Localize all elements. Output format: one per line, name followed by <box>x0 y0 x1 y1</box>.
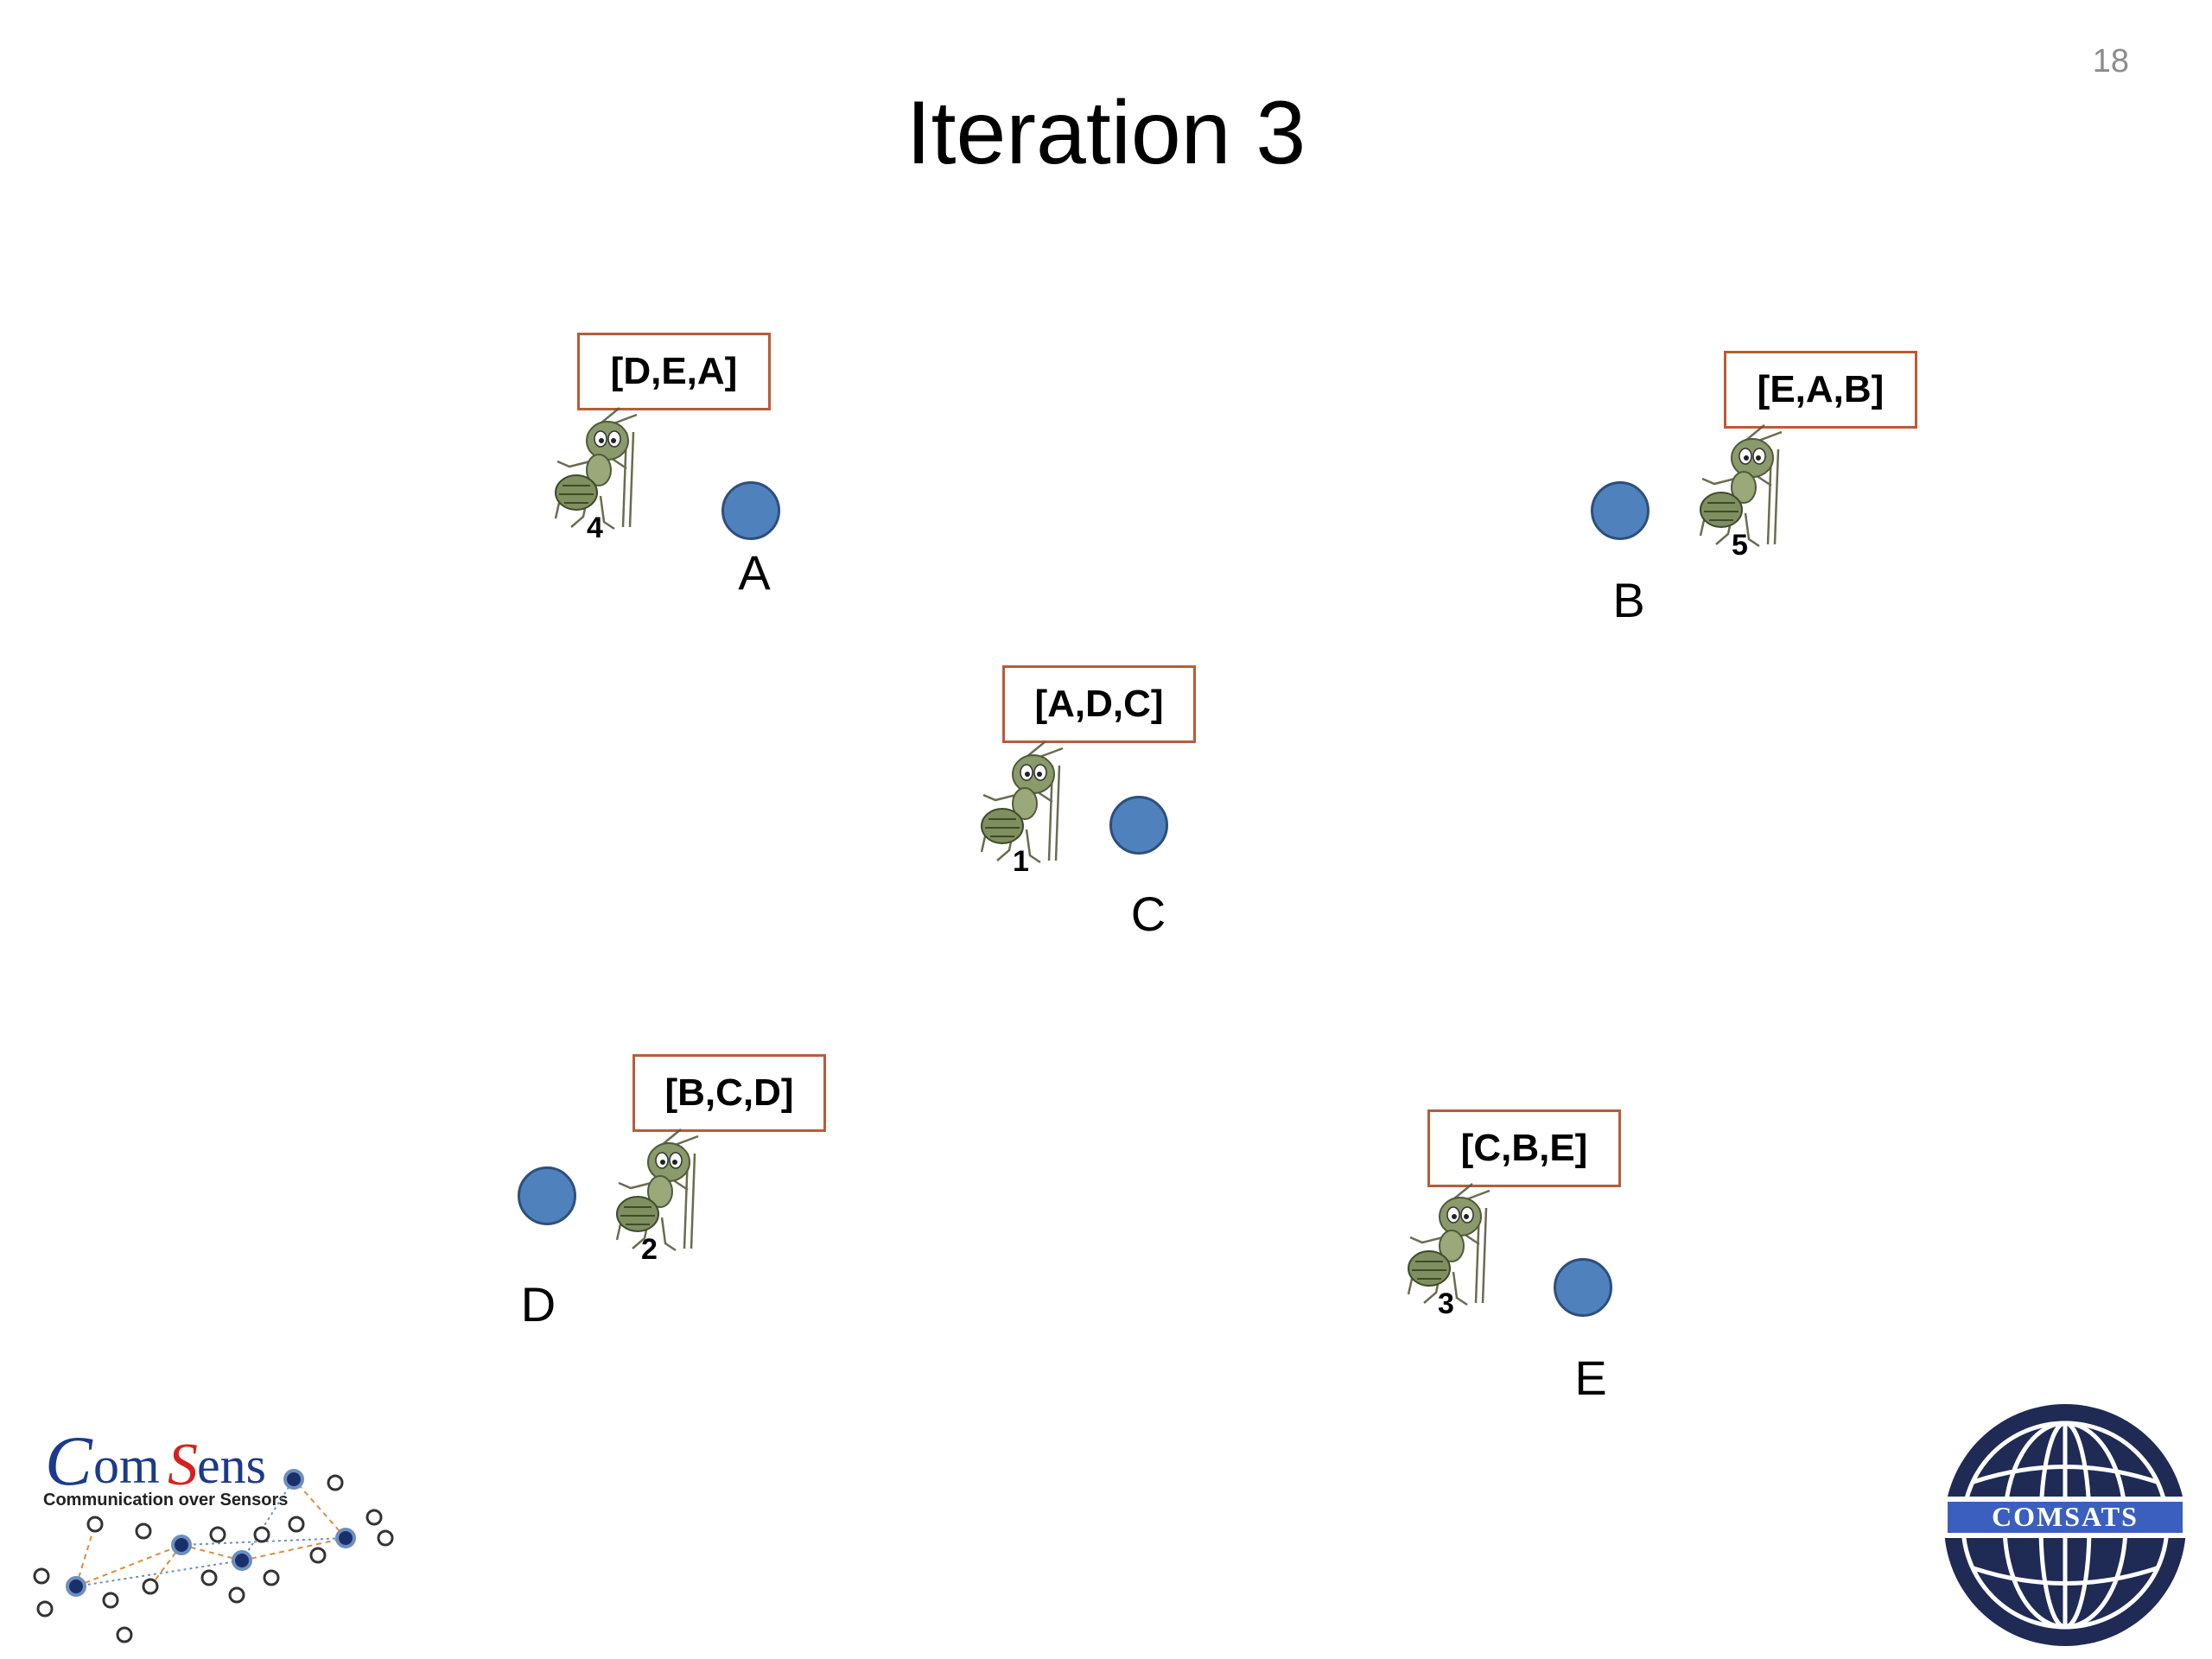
ant-3-number: 3 <box>1438 1287 1454 1320</box>
ant-2-tour-box: [B,C,D] <box>632 1054 826 1132</box>
slide-title: Iteration 3 <box>906 83 1306 183</box>
ant-1-icon <box>966 740 1078 869</box>
comsens-network-graphic: C om S ens Communication over Sensors <box>33 1421 394 1643</box>
comsens-logo-c: C <box>45 1421 93 1500</box>
node-e <box>1554 1258 1612 1317</box>
node-b-label: B <box>1612 573 1645 627</box>
comsats-logo-text: COMSATS <box>1992 1501 2139 1532</box>
comsens-logo: C om S ens Communication over Sensors <box>24 1417 413 1650</box>
ant-5-tour-box: [E,A,B] <box>1724 351 1917 429</box>
ant-3-tour-box: [C,B,E] <box>1427 1109 1621 1187</box>
ant-3-icon <box>1393 1182 1505 1312</box>
ant-4-icon <box>540 406 652 536</box>
node-a <box>721 481 780 540</box>
comsens-logo-om: om <box>93 1437 160 1494</box>
ant-4-tour-box: [D,E,A] <box>577 333 771 410</box>
page-number: 18 <box>2092 43 2129 79</box>
ant-1-tour-box: [A,D,C] <box>1002 665 1196 743</box>
comsats-globe-emblem: COMSATS <box>1941 1404 2190 1646</box>
node-d-label: D <box>520 1277 556 1332</box>
comsens-logo-s: S <box>168 1432 198 1498</box>
node-a-label: A <box>738 545 771 600</box>
comsats-logo: COMSATS <box>1936 1400 2195 1650</box>
ant-2-number: 2 <box>641 1233 658 1266</box>
ant-5-icon <box>1685 423 1797 553</box>
ant-5-number: 5 <box>1732 529 1748 562</box>
node-b <box>1591 481 1649 540</box>
comsens-logo-ens: ens <box>197 1437 266 1494</box>
node-c <box>1109 796 1168 855</box>
ant-2-icon <box>601 1128 714 1257</box>
comsens-tagline: Communication over Sensors <box>43 1491 288 1510</box>
node-e-label: E <box>1574 1351 1607 1405</box>
ant-1-number: 1 <box>1013 845 1029 878</box>
node-c-label: C <box>1130 887 1166 941</box>
ant-4-number: 4 <box>587 512 603 544</box>
node-d <box>518 1166 576 1225</box>
